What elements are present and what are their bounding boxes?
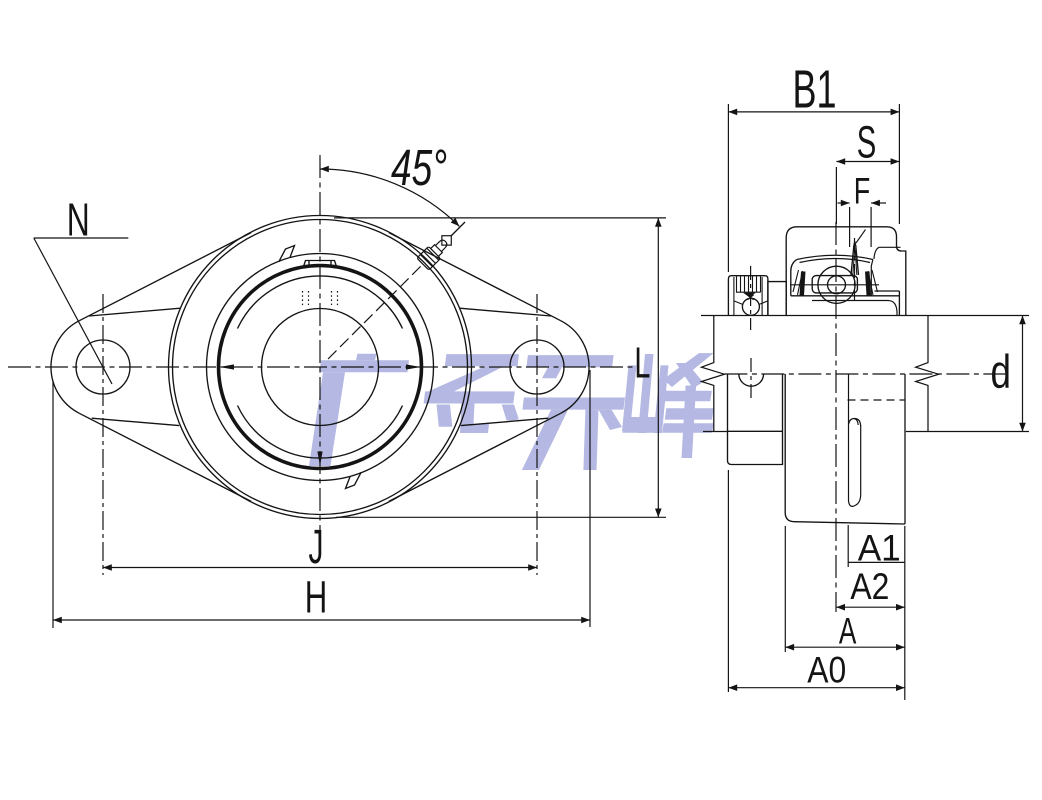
svg-text:S: S	[857, 116, 877, 167]
svg-text:45°: 45°	[391, 139, 447, 196]
svg-text:H: H	[305, 571, 328, 622]
svg-text:A0: A0	[807, 649, 846, 691]
svg-text:L: L	[634, 340, 650, 388]
svg-text:A1: A1	[858, 526, 901, 568]
svg-text:F: F	[854, 170, 871, 211]
svg-text:d: d	[991, 345, 1012, 398]
svg-text:N: N	[67, 194, 90, 246]
svg-text:B1: B1	[793, 60, 837, 120]
svg-text:J: J	[309, 521, 324, 574]
svg-text:A: A	[839, 610, 857, 652]
svg-text:A2: A2	[850, 565, 889, 607]
